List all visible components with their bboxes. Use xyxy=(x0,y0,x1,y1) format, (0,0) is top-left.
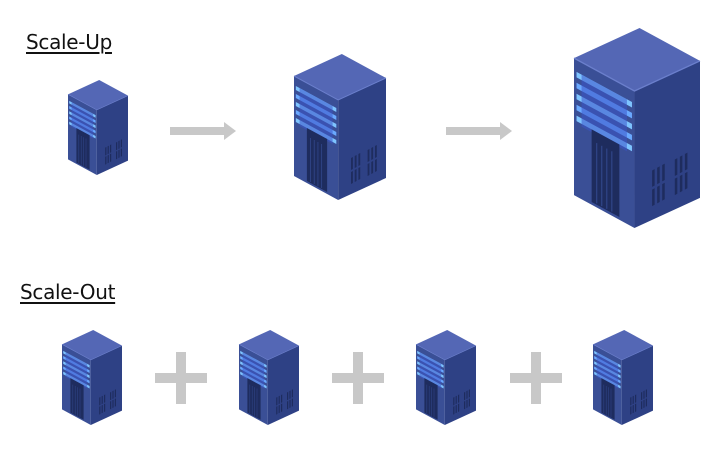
arrow-right-icon xyxy=(446,122,512,140)
scale-up-heading: Scale-Up xyxy=(26,30,112,54)
scale-out-heading: Scale-Out xyxy=(20,280,115,304)
small-server-icon xyxy=(68,80,128,175)
server-3-icon xyxy=(416,330,476,425)
plus-icon xyxy=(155,352,207,404)
plus-icon xyxy=(332,352,384,404)
server-1-icon xyxy=(62,330,122,425)
server-4-icon xyxy=(593,330,653,425)
large-server-icon xyxy=(574,28,700,228)
arrow-right-icon xyxy=(170,122,236,140)
medium-server-icon xyxy=(294,54,386,200)
server-2-icon xyxy=(239,330,299,425)
plus-icon xyxy=(510,352,562,404)
